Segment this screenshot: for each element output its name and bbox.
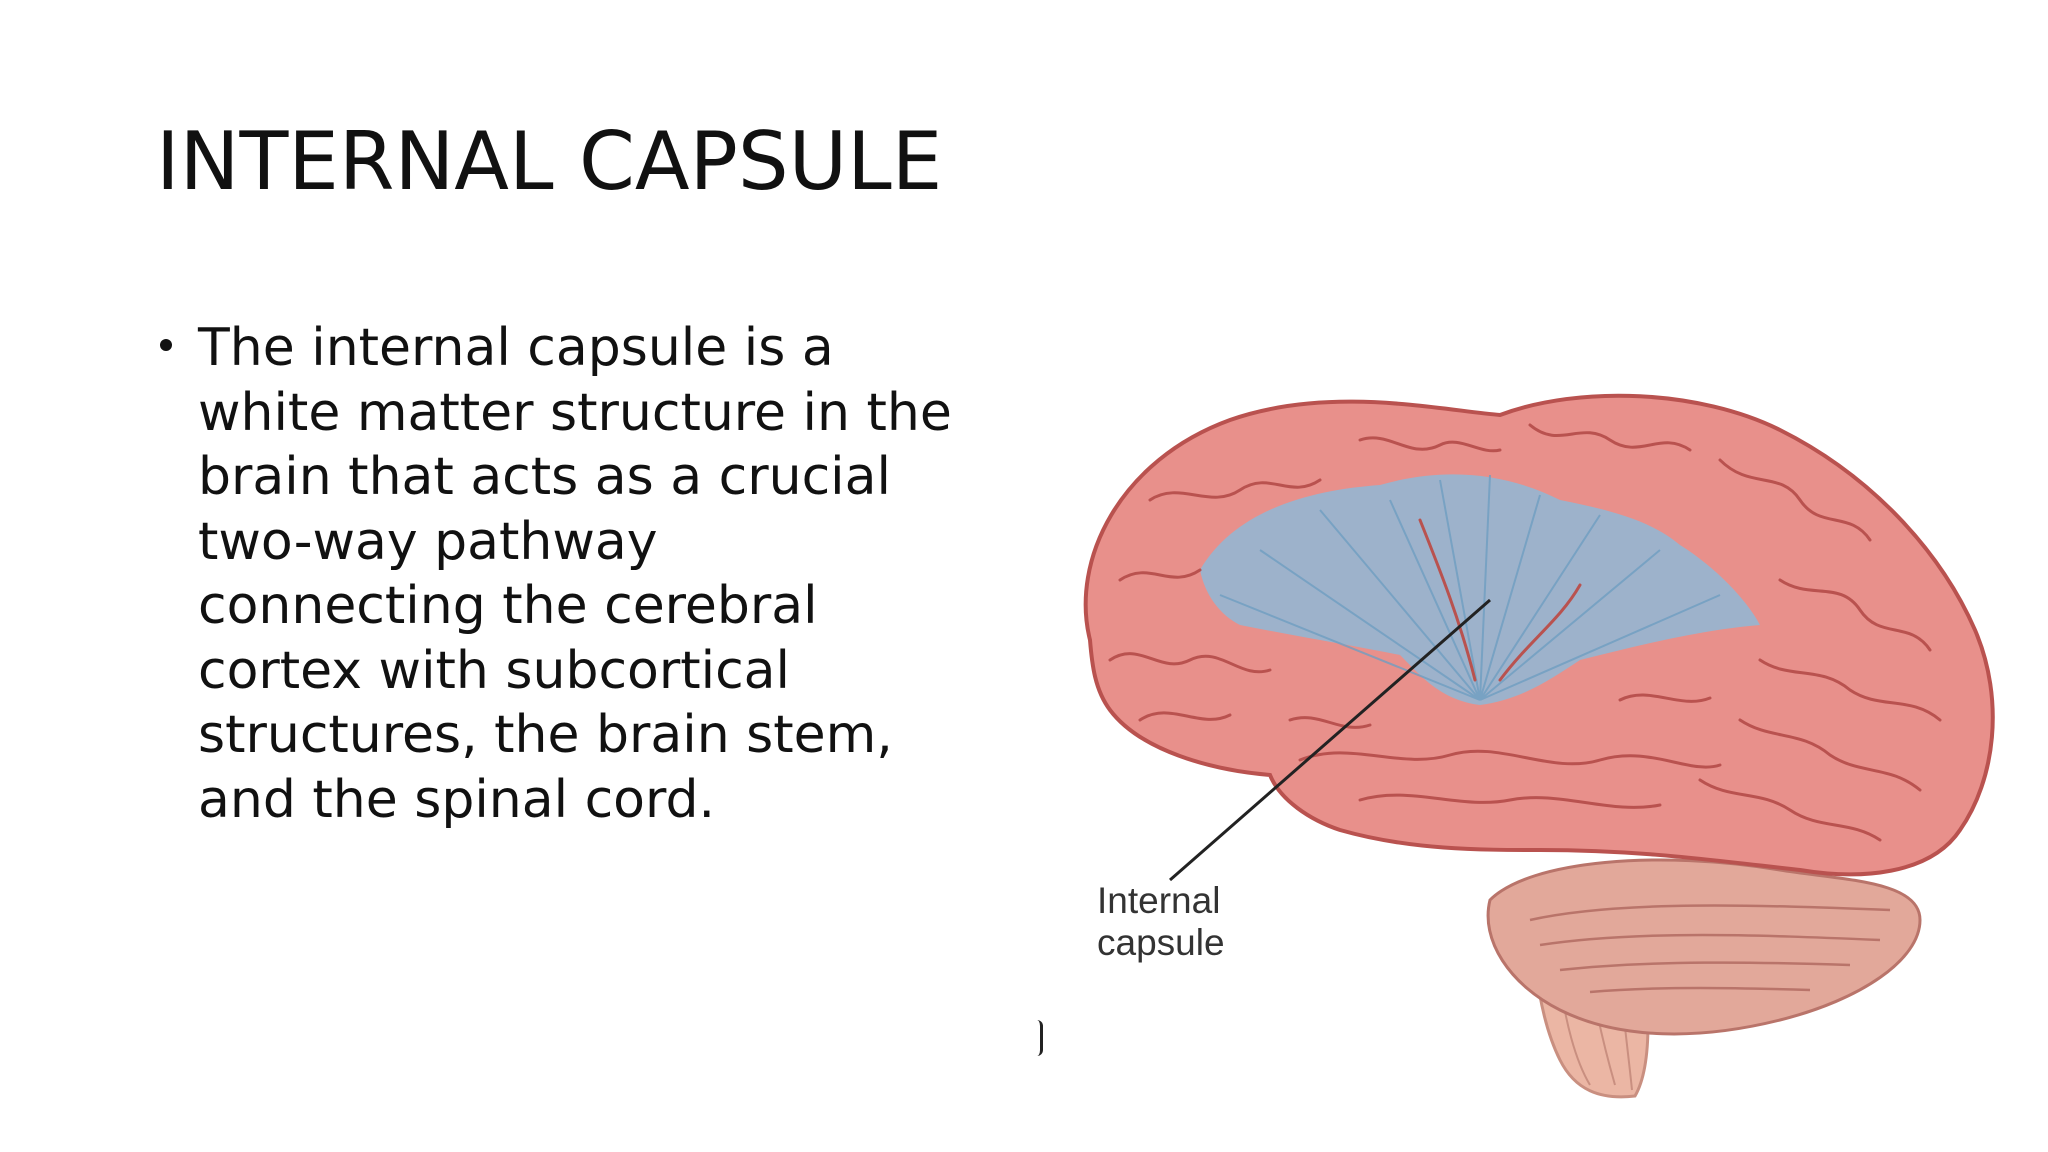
bullet-list: The internal capsule is a white matter s…	[156, 316, 1036, 832]
figure-label-line: Internal	[1097, 880, 1221, 921]
cerebellum	[1486, 858, 1922, 1036]
bullet-line: two-way pathway	[198, 511, 658, 572]
bullet-line: cortex with subcortical	[198, 640, 790, 701]
bullet-item: The internal capsule is a white matter s…	[156, 316, 1036, 832]
figure-label: Internal capsule	[1097, 880, 1225, 964]
stray-mark	[1036, 1020, 1043, 1056]
label-leader-line	[1169, 598, 1491, 882]
capsule-fibers	[1219, 474, 1721, 701]
brain-drawing	[1083, 393, 1995, 1099]
bullet-line: and the spinal cord.	[198, 769, 715, 830]
bullet-line: white matter structure in the	[198, 382, 952, 443]
bullet-line: The internal capsule is a	[198, 318, 834, 378]
bullet-line: connecting the cerebral	[198, 576, 818, 636]
capsule-region	[1200, 474, 1760, 705]
figure-label-line: capsule	[1097, 922, 1225, 963]
bullet-dot-icon	[160, 339, 172, 351]
brain-gyri	[1108, 423, 1942, 842]
bullet-line: brain that acts as a crucial	[198, 447, 891, 507]
cerebellum-folia	[1529, 904, 1891, 994]
bullet-line: structures, the brain stem,	[198, 705, 893, 765]
slide-title: INTERNAL CAPSULE	[156, 115, 943, 208]
brain-illustration: Internal capsule	[1060, 380, 2020, 1120]
